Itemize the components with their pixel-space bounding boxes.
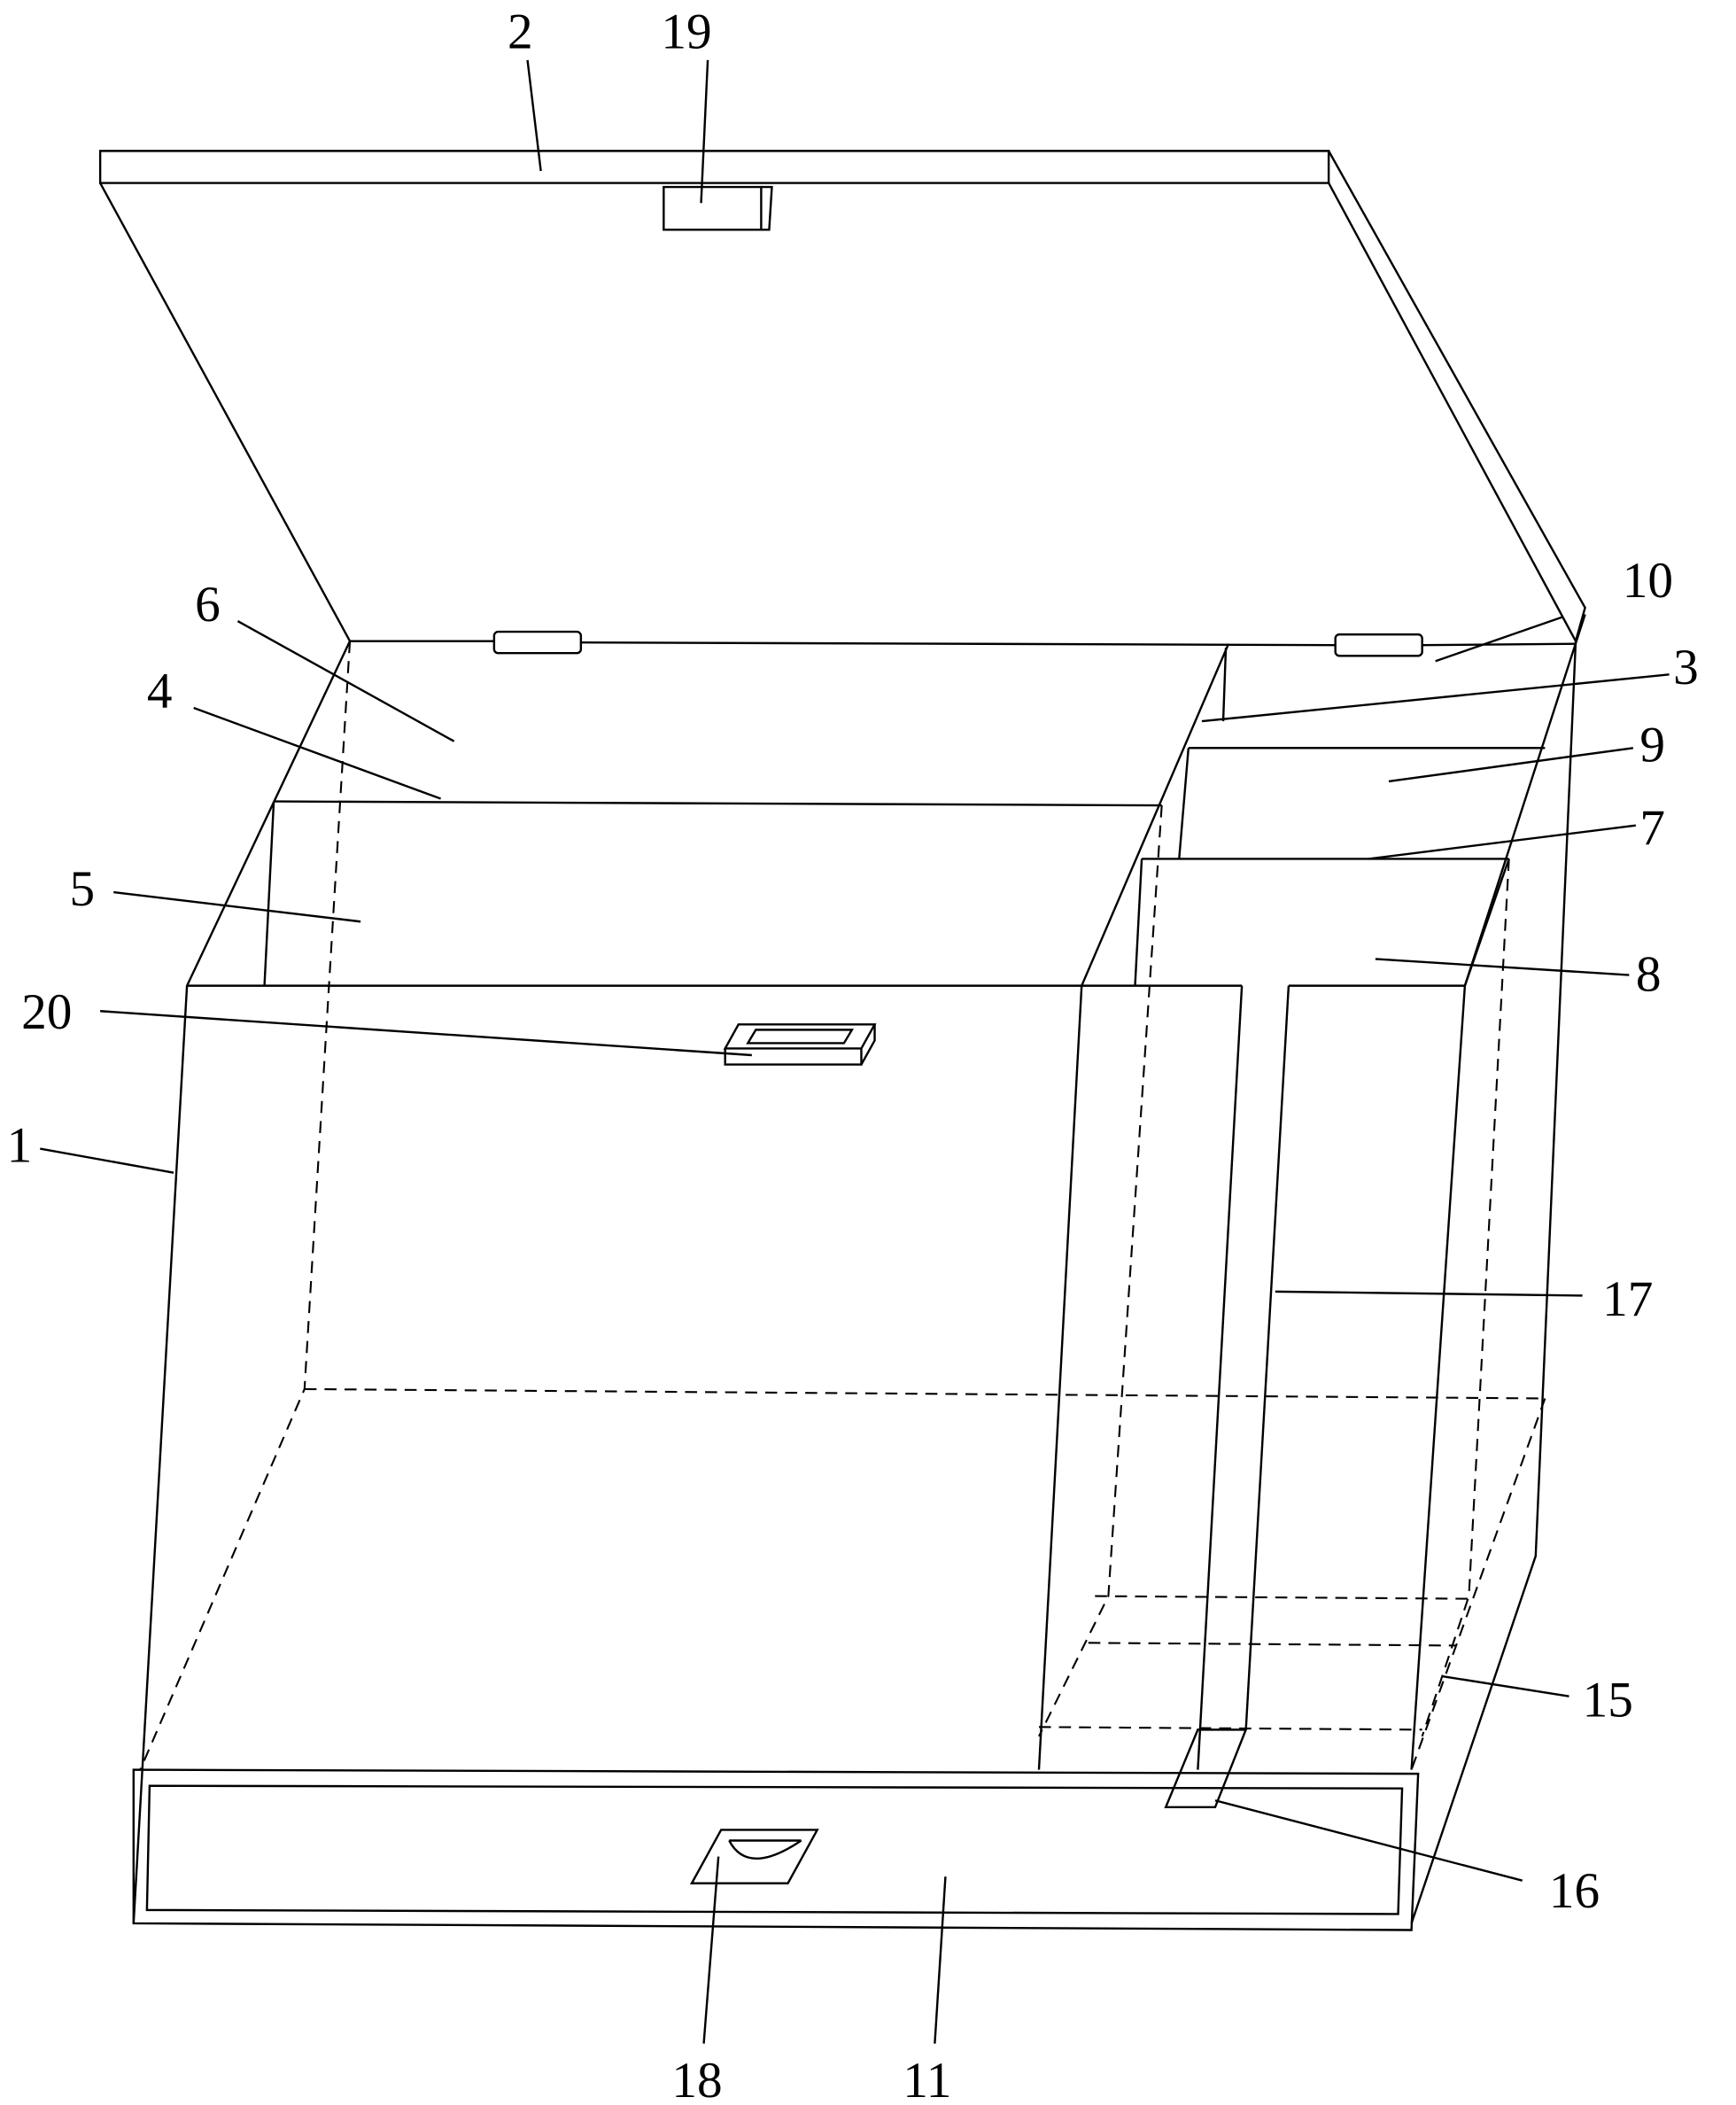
label-9: 9 (1639, 717, 1665, 773)
label-2: 2 (508, 4, 533, 59)
label-1: 1 (7, 1118, 33, 1174)
handle-18 (689, 1829, 819, 1884)
label-3: 3 (1673, 640, 1699, 695)
label-16: 16 (1549, 1863, 1600, 1919)
label-6: 6 (195, 577, 221, 633)
label-8: 8 (1636, 947, 1662, 1003)
box-body (132, 614, 1586, 1924)
part-16 (1164, 1728, 1248, 1809)
label-18: 18 (671, 2053, 722, 2105)
label-10: 10 (1623, 553, 1673, 609)
label-15: 15 (1583, 1672, 1633, 1728)
label-11: 11 (903, 2053, 951, 2105)
latch-20 (723, 1023, 877, 1066)
label-17: 17 (1602, 1271, 1653, 1327)
label-20: 20 (21, 984, 72, 1040)
label-5: 5 (69, 861, 95, 917)
latch-19 (663, 185, 773, 231)
leader-lines (40, 59, 1670, 2044)
hinge-right (1334, 633, 1423, 657)
hinge-left (492, 630, 583, 655)
label-19: 19 (661, 4, 711, 59)
lid (98, 150, 1586, 657)
drawer (132, 1768, 1420, 1931)
label-4: 4 (147, 664, 173, 719)
label-7: 7 (1639, 800, 1665, 856)
